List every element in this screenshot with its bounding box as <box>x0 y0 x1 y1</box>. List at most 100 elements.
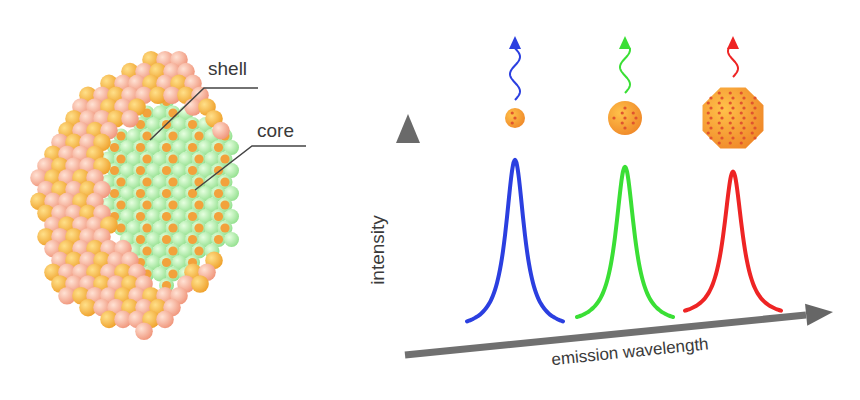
quantum-dot-atom <box>731 126 734 129</box>
leader-lines <box>150 88 306 190</box>
core-atom <box>110 166 119 175</box>
quantum-dot-atom <box>511 111 514 114</box>
quantum-dot-body <box>608 101 642 135</box>
core-atom <box>188 120 197 129</box>
shell-atom <box>212 122 230 140</box>
core-atom <box>110 143 119 152</box>
quantum-dot-atom <box>634 116 637 119</box>
quantum-dot-atom <box>513 116 516 119</box>
quantum-dot-atom <box>753 126 756 129</box>
quantum-dot-atom <box>632 111 635 114</box>
quantum-dot-atom <box>709 136 712 139</box>
quantum-dot-atom <box>729 101 732 104</box>
core-atom <box>116 131 125 140</box>
quantum-dot-atom <box>751 131 754 134</box>
core-atom <box>194 131 203 140</box>
photon-wave <box>620 48 630 93</box>
photon-arrowhead <box>619 36 631 49</box>
quantum-dot-atom <box>720 116 723 119</box>
core-atom <box>116 200 125 209</box>
shell-atom <box>191 275 209 293</box>
shell-atom <box>121 110 139 128</box>
core-atom <box>220 200 229 209</box>
quantum-dot-atom <box>720 106 723 109</box>
quantum-dot-atom <box>632 121 635 124</box>
quantum-dot-atom <box>742 116 745 119</box>
core-atom <box>162 189 171 198</box>
quantum-dot-atom <box>729 91 732 94</box>
quantum-dot-atom <box>621 111 624 114</box>
quantum-dot-atom <box>720 96 723 99</box>
quantum-dot-atom <box>709 116 712 119</box>
core-atom <box>142 246 151 255</box>
quantum-dot-atom <box>707 121 710 124</box>
quantum-dot <box>703 88 764 149</box>
quantum-dot-atom <box>707 131 710 134</box>
quantum-dot <box>505 108 525 128</box>
core-atom <box>168 177 177 186</box>
emission-peak <box>685 172 781 311</box>
core-atom <box>214 212 223 221</box>
shell-atom <box>135 322 153 340</box>
core-atom <box>188 212 197 221</box>
leader-line <box>195 146 306 190</box>
core-atom <box>142 177 151 186</box>
core-atom <box>214 189 223 198</box>
quantum-dot-atom <box>709 106 712 109</box>
quantum-dot-body <box>703 88 764 149</box>
quantum-dot-atom <box>729 131 732 134</box>
core-atom <box>136 235 145 244</box>
quantum-dot-atom <box>740 111 743 114</box>
quantum-dot-atom <box>718 131 721 134</box>
core-atom <box>220 177 229 186</box>
core-atom <box>194 246 203 255</box>
quantum-dot-atom <box>729 111 732 114</box>
core-atom <box>168 223 177 232</box>
core-atom <box>162 143 171 152</box>
quantum-dot-atom <box>742 96 745 99</box>
core-atom <box>142 200 151 209</box>
quantum-dot-atom <box>753 116 756 119</box>
core-atom <box>168 131 177 140</box>
core-atom <box>168 246 177 255</box>
core-atom <box>168 154 177 163</box>
nanocrystal <box>30 51 239 340</box>
core-atom <box>136 143 145 152</box>
photon-wave <box>510 48 520 100</box>
quantum-dot-atom <box>718 91 721 94</box>
quantum-dot-atom <box>731 106 734 109</box>
core-atom <box>188 166 197 175</box>
core-atom <box>162 212 171 221</box>
core-atom <box>136 212 145 221</box>
emission-peak <box>467 160 563 322</box>
core-atom <box>194 200 203 209</box>
quantum-dot-atom <box>707 111 710 114</box>
x-axis-arrowhead <box>805 304 833 326</box>
quantum-dot-atom <box>612 116 615 119</box>
quantum-dot-atom <box>740 101 743 104</box>
core-atom <box>142 154 151 163</box>
quantum-dot-atom <box>709 96 712 99</box>
core-atom <box>168 108 177 117</box>
core-atom <box>220 154 229 163</box>
quantum-dot-atom <box>718 121 721 124</box>
shell-atom <box>156 311 174 329</box>
quantum-dot-atom <box>511 121 514 124</box>
quantum-dot-atom <box>751 111 754 114</box>
quantum-dot-atom <box>720 136 723 139</box>
core-atom <box>110 189 119 198</box>
quantum-dot-atom <box>623 116 626 119</box>
quantum-dot-atom <box>709 126 712 129</box>
axes <box>396 114 833 355</box>
core-atom <box>220 223 229 232</box>
quantum-dot-atom <box>621 121 624 124</box>
quantum-dot-atom <box>729 121 732 124</box>
quantum-dot-atom <box>623 126 626 129</box>
emission-peaks <box>467 36 781 321</box>
quantum-dot-atom <box>729 141 732 144</box>
y-axis <box>405 140 412 354</box>
core-atom <box>168 200 177 209</box>
quantum-dot-atom <box>740 131 743 134</box>
core-atom <box>116 154 125 163</box>
